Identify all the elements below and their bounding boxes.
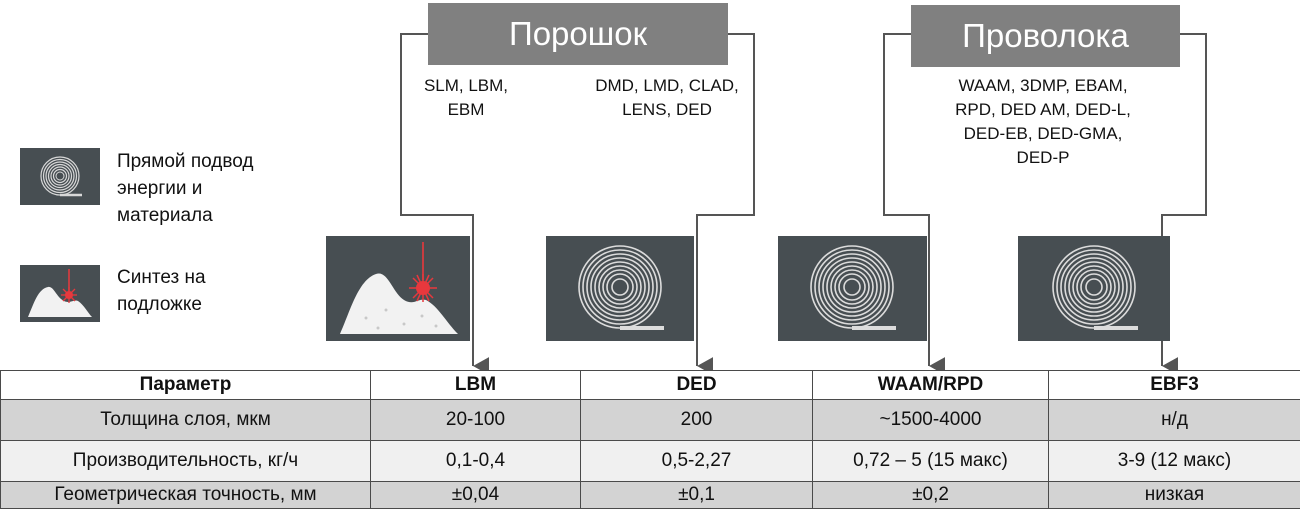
ebf3-coil-tile [1018,236,1170,341]
powder-to-lbm-connector [400,33,490,375]
powder-group-title: Порошок [508,15,648,52]
lbm-tech-line: EBM [447,100,485,119]
table-cell: 3-9 (12 макс) [1048,440,1300,482]
table-header-row: Параметр LBM DED WAAM/RPD EBF3 [0,370,1300,400]
lbm-tech-line: SLM, LBM, [423,76,509,95]
legend-direct-line: энергии и [117,178,203,199]
table-cell: 200 [580,399,813,441]
wire-group-box: Проволока [911,5,1180,67]
powder-bed-laser-icon [28,269,92,317]
legend-bed-line: Синтез на [117,267,206,288]
table-cell: ±0,1 [580,481,813,509]
legend-bed-line: подложке [117,294,202,315]
header-parameter: Параметр [0,370,371,400]
legend-direct-line: Прямой подвод [117,151,254,172]
parameters-table: Параметр LBM DED WAAM/RPD EBF3 Толщина с… [0,370,1300,509]
legend-coil-tile [20,148,100,205]
table-cell: 0,1-0,4 [370,440,581,482]
header-ded: DED [580,370,813,400]
legend-direct-line: материала [117,205,213,226]
table-cell: Производительность, кг/ч [0,440,371,482]
table-cell: Геометрическая точность, мм [0,481,371,509]
table-row: Толщина слоя, мкм 20-100 200 ~1500-4000 … [0,399,1300,441]
header-ebf3: EBF3 [1048,370,1300,400]
wire-tech-line: RPD, DED AM, DED-L, [955,100,1131,119]
wire-to-waam-connector [883,33,946,375]
wire-tech-line: DED-P [1016,148,1070,167]
table-row: Геометрическая точность, мм ±0,04 ±0,1 ±… [0,481,1300,509]
lbm-powder-tile [326,236,470,341]
table-cell: н/д [1048,399,1300,441]
table-cell: низкая [1048,481,1300,509]
table-cell: Толщина слоя, мкм [0,399,371,441]
table-row: Производительность, кг/ч 0,1-0,4 0,5-2,2… [0,440,1300,482]
table-cell: 0,5-2,27 [580,440,813,482]
wire-tech-line: DED-EB, DED-GMA, [963,124,1123,143]
coil-icon [1052,245,1138,330]
header-lbm: LBM [370,370,581,400]
table-cell: 20-100 [370,399,581,441]
wire-tech-line: WAAM, 3DMP, EBAM, [958,76,1128,95]
wire-group-title: Проволока [962,17,1129,54]
table-cell: ±0,2 [812,481,1049,509]
powder-group-box: Порошок [428,3,728,65]
ded-coil-tile [546,236,694,341]
powder-to-ded-connector [696,33,755,375]
legend-bed-label: Синтез на подложке [117,264,206,318]
ded-tech-line: LENS, DED [622,100,712,119]
ded-tech-list: DMD, LMD, CLAD, LENS, DED [574,74,760,122]
coil-icon [578,245,664,330]
waam-coil-tile [778,236,927,341]
legend-powder-tile [20,265,100,322]
legend-direct-label: Прямой подвод энергии и материала [117,148,253,229]
header-waam-rpd: WAAM/RPD [812,370,1049,400]
powder-bed-laser-icon [340,242,458,334]
table-cell: ~1500-4000 [812,399,1049,441]
ded-tech-line: DMD, LMD, CLAD, [595,76,739,95]
table-cell: ±0,04 [370,481,581,509]
coil-icon [810,245,896,330]
table-cell: 0,72 – 5 (15 макс) [812,440,1049,482]
coil-icon [40,156,82,197]
lbm-tech-list: SLM, LBM, EBM [408,74,524,122]
wire-tech-list: WAAM, 3DMP, EBAM, RPD, DED AM, DED-L, DE… [930,74,1156,170]
